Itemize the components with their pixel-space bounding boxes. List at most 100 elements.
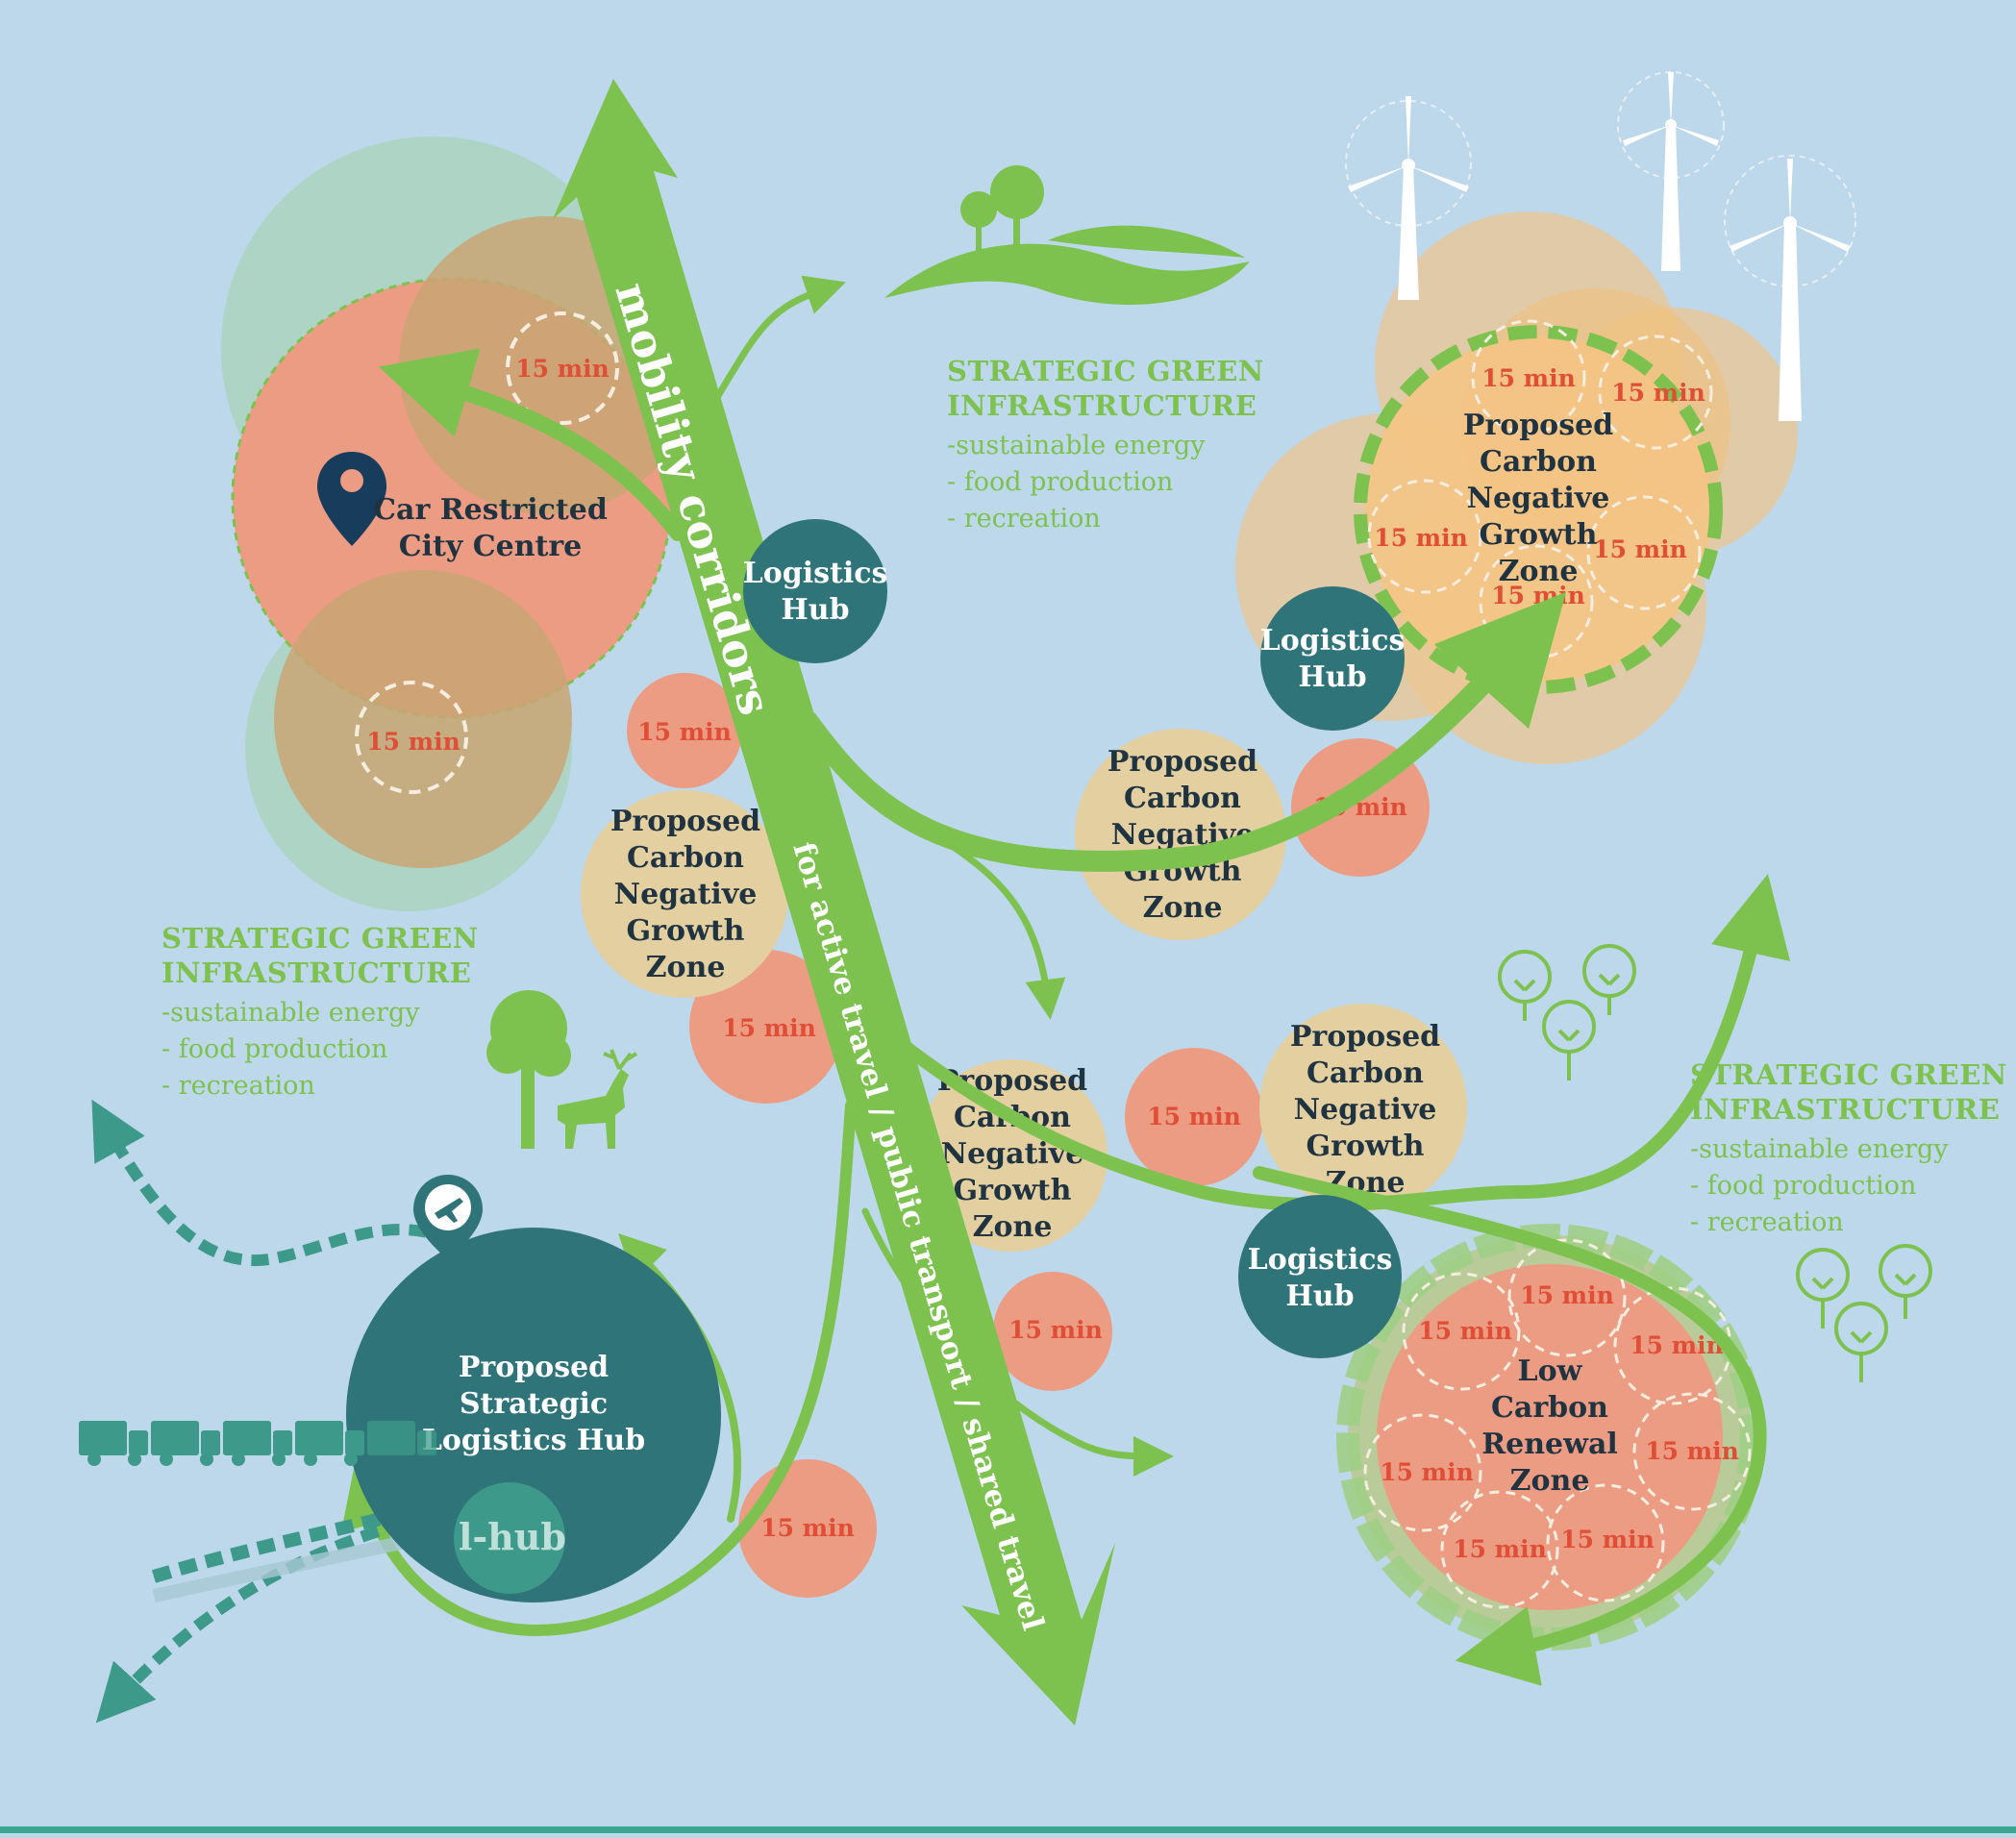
renewal-zone-label: Carbon (1491, 1391, 1608, 1425)
growth-zone-label: Growth (954, 1174, 1072, 1207)
city-centre-label: City Centre (399, 530, 583, 563)
renewal-zone-label: Renewal (1481, 1428, 1618, 1461)
walk-time-label: 15 min (637, 718, 732, 746)
growth-zone-label: Proposed (1463, 409, 1613, 442)
flow-arrows (340, 275, 1791, 1686)
green-infrastructure-item: -sustainable energy (1690, 1134, 1949, 1164)
walk-time-label: 15 min (1147, 1103, 1241, 1130)
walk-time-label: 15 min (760, 1514, 855, 1542)
growth-zone-label: Growth (1307, 1130, 1425, 1163)
green-infrastructure-item: - recreation (1690, 1207, 1844, 1237)
green-infrastructure-label-top: STRATEGIC GREEN INFRASTRUCTURE -sustaina… (947, 355, 1264, 534)
growth-zone-label: Negative (614, 878, 758, 911)
walk-time-label: 15 min (366, 728, 460, 756)
green-infrastructure-item: - food production (947, 467, 1173, 497)
strategic-hub-label: Proposed (459, 1351, 609, 1384)
growth-zone-label: Carbon (1124, 782, 1241, 815)
growth-zone-label: Zone (646, 951, 726, 984)
walk-time-label: 15 min (1611, 379, 1705, 407)
logistics-hub-lower: Logistics Hub (1238, 1195, 1402, 1358)
walk-time-circle (627, 673, 742, 788)
growth-zone-center (1075, 729, 1286, 940)
walk-time-label: 15 min (1560, 1526, 1655, 1553)
renewal-zone-label: Low (1518, 1354, 1583, 1388)
logistics-hub-label: Logistics (743, 557, 888, 590)
growth-zone-label: Proposed (1108, 745, 1257, 779)
green-infrastructure-item: - recreation (947, 504, 1101, 534)
airplane-icon (413, 1175, 483, 1259)
strategic-hub-label: Strategic (460, 1387, 608, 1421)
green-infrastructure-title: INFRASTRUCTURE (947, 389, 1257, 422)
growth-zone-label: Carbon (627, 841, 744, 875)
green-infrastructure-title: STRATEGIC GREEN (162, 922, 479, 955)
growth-zone-middle-left (581, 790, 788, 998)
deer-icon (558, 1049, 638, 1149)
wind-turbine-icon (1617, 71, 1725, 271)
green-infrastructure-item: - recreation (162, 1071, 315, 1101)
walk-time-label: 15 min (1418, 1317, 1512, 1345)
green-infrastructure-item: -sustainable energy (947, 431, 1206, 460)
logistics-hub-label: Hub (1285, 1279, 1354, 1313)
green-infrastructure-label-left: STRATEGIC GREEN INFRASTRUCTURE -sustaina… (162, 922, 479, 1101)
renewal-zone-cluster: 15 min 15 min 15 min 15 min 15 min 15 mi… (1336, 1224, 1763, 1651)
green-infrastructure-title: INFRASTRUCTURE (1690, 1093, 2000, 1126)
l-hub-badge-label: l-hub (459, 1515, 566, 1558)
walk-time-label: 15 min (1481, 364, 1576, 392)
tree-icon (486, 990, 571, 1149)
walk-time-label: 15 min (1630, 1331, 1724, 1359)
walk-time-circle (993, 1272, 1112, 1391)
green-infrastructure-item: -sustainable energy (162, 998, 420, 1028)
growth-zone-label: Carbon (1480, 445, 1597, 479)
tree-icon (1498, 944, 1636, 1080)
growth-zone-label: Zone (1143, 891, 1223, 925)
walk-time-circle (1125, 1048, 1263, 1186)
logistics-hub-top: Logistics Hub (743, 519, 888, 663)
truck-icon (79, 1421, 436, 1466)
city-centre-label: Car Restricted (373, 493, 608, 527)
walk-time-label: 15 min (1453, 1535, 1547, 1563)
renewal-zone (1377, 1264, 1723, 1610)
logistics-hub-right: Logistics Hub (1260, 586, 1406, 731)
logistics-hub-label: Hub (781, 593, 849, 627)
growth-zone-lower-right (1259, 1004, 1467, 1211)
growth-zone-label: Growth (627, 914, 745, 948)
growth-zone-label: Zone (973, 1210, 1053, 1244)
hills-icon (884, 165, 1250, 305)
tree-icon (1796, 1244, 1932, 1382)
green-infrastructure-title: STRATEGIC GREEN (947, 355, 1264, 387)
strategic-logistics-hub: Proposed Strategic Logistics Hub l-hub (95, 1228, 721, 1724)
strategic-hub-label: Logistics Hub (422, 1424, 645, 1457)
walk-time-label: 15 min (1593, 535, 1687, 563)
growth-zone-label: Growth (1480, 518, 1598, 552)
growth-zone-lower-left (915, 1059, 1108, 1252)
map-pin-icon (317, 452, 386, 546)
growth-zone-label: Proposed (610, 805, 760, 838)
walk-time-label: 15 min (1645, 1437, 1739, 1465)
green-infrastructure-label-right: STRATEGIC GREEN INFRASTRUCTURE -sustaina… (1690, 1058, 2007, 1237)
airport-route (91, 1099, 483, 1267)
green-infrastructure-title: INFRASTRUCTURE (162, 956, 471, 989)
walk-time-label: 15 min (1520, 1281, 1614, 1309)
growth-cluster-center: Proposed Carbon Negative Growth Zone 15 … (1075, 729, 1430, 940)
wind-turbine-icon (1724, 155, 1856, 421)
walk-time-label: 15 min (515, 355, 610, 383)
green-infrastructure-title: STRATEGIC GREEN (1690, 1058, 2007, 1091)
growth-zone-label: Negative (1294, 1093, 1437, 1127)
green-infrastructure-item: - food production (162, 1034, 387, 1064)
growth-zone-label: Zone (1499, 555, 1579, 588)
logistics-hub-label: Hub (1298, 660, 1366, 694)
l-hub-badge (454, 1482, 565, 1594)
logistics-hub-label: Logistics (1260, 624, 1406, 658)
logistics-hub-label: Logistics (1248, 1243, 1393, 1277)
growth-cluster-middle-left: 15 min 15 min Proposed Carbon Negative G… (581, 673, 877, 1598)
walk-time-label: 15 min (1374, 524, 1468, 552)
green-infrastructure-item: - food production (1690, 1171, 1916, 1201)
walk-time-label: 15 min (1380, 1458, 1474, 1486)
growth-zone-label: Negative (1467, 482, 1610, 515)
wind-turbine-icon (1345, 96, 1472, 300)
growth-cluster-lower: Proposed Carbon Negative Growth Zone 15 … (915, 1004, 1467, 1391)
walk-time-label: 15 min (1008, 1316, 1103, 1344)
walk-time-label: 15 min (722, 1014, 816, 1042)
